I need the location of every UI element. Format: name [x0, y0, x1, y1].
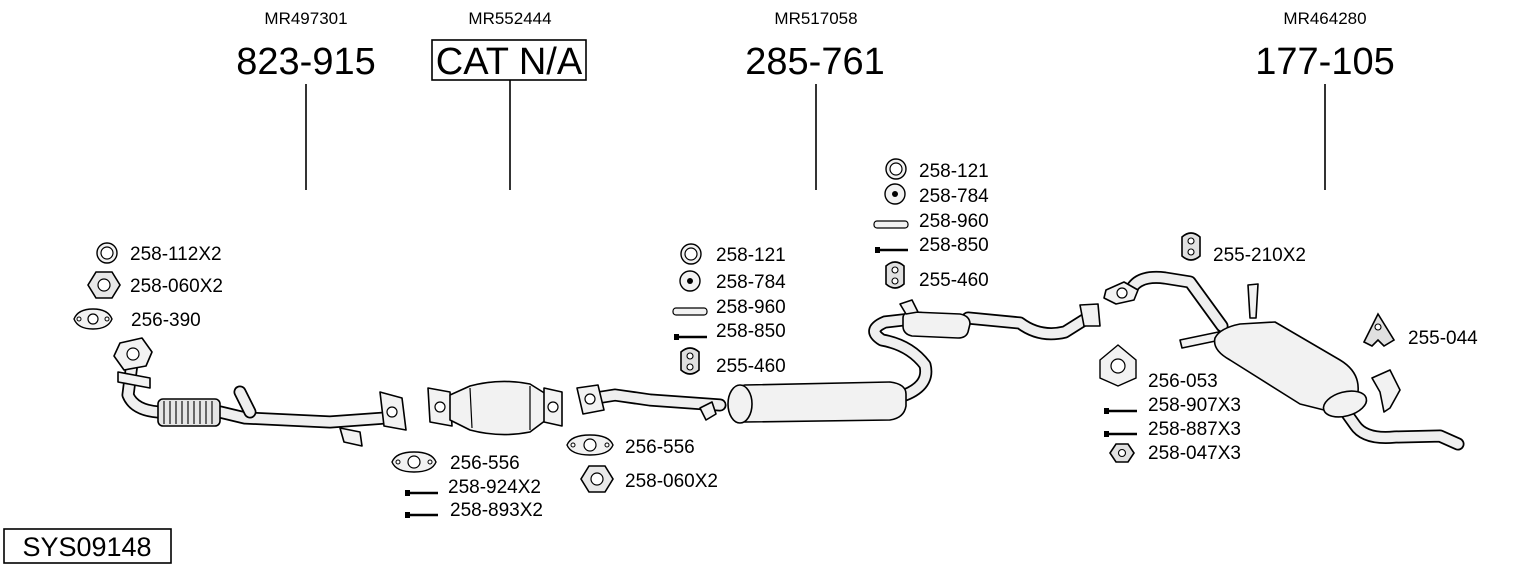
- oem-number-rear-silencer: MR464280: [1283, 9, 1366, 28]
- label-rear-bracket[interactable]: 255-044: [1408, 328, 1478, 349]
- middle-gasket-icon: [566, 434, 614, 456]
- label-rear-bolt-b[interactable]: 258-887X3: [1148, 419, 1241, 440]
- small-ring-icon: [679, 270, 701, 292]
- bolt-short-icon: [405, 512, 438, 518]
- label-mid-bolt[interactable]: 258-850: [716, 321, 786, 342]
- front-pipe-clamp: [117, 371, 151, 389]
- bolt-icon: [674, 334, 707, 340]
- label-mid-nut[interactable]: 258-060X2: [625, 471, 718, 492]
- middle-resonator-hanger: [899, 299, 919, 315]
- label-top-small-ring[interactable]: 258-784: [919, 186, 989, 207]
- middle-silencer-drawing[interactable]: [576, 299, 1101, 424]
- front-pipe-drawing[interactable]: [113, 337, 407, 447]
- gasket-ring-icon: [96, 242, 118, 264]
- rear-mount-icon: [1181, 232, 1201, 261]
- middle-outlet-flange: [1079, 303, 1101, 327]
- rear-gasket-icon: [1099, 344, 1137, 387]
- label-front-flange-gasket[interactable]: 256-390: [131, 310, 201, 331]
- oem-number-catalyst: MR552444: [468, 9, 551, 28]
- part-number-front-pipe[interactable]: 823-915: [236, 41, 375, 83]
- spring-icon: [873, 220, 909, 229]
- label-rear-bolt-a[interactable]: 258-907X3: [1148, 395, 1241, 416]
- middle-pipe-hanger: [699, 401, 717, 421]
- label-top-mount[interactable]: 255-460: [919, 270, 989, 291]
- rear-flange-nut-icon: [1109, 443, 1135, 463]
- rubber-mount-icon: [680, 347, 700, 375]
- catalyst-body: [449, 380, 547, 436]
- label-top-bolt[interactable]: 258-850: [919, 235, 989, 256]
- label-rear-nut[interactable]: 258-047X3: [1148, 443, 1241, 464]
- label-front-nut[interactable]: 258-060X2: [130, 276, 223, 297]
- flange-gasket-icon: [73, 308, 113, 330]
- label-mid-ring[interactable]: 258-121: [716, 245, 786, 266]
- label-catalyst-bolt-short[interactable]: 258-893X2: [450, 500, 543, 521]
- flex-joint: [157, 398, 221, 427]
- label-mid-small-ring[interactable]: 258-784: [716, 272, 786, 293]
- middle-silencer-box: [734, 381, 907, 423]
- catalyst-drawing[interactable]: [427, 380, 563, 436]
- bolt-long-icon: [405, 490, 438, 496]
- rear-outlet-hanger: [1371, 369, 1401, 413]
- rear-bracket-icon: [1362, 312, 1396, 348]
- rubber-mount-icon: [885, 261, 905, 289]
- label-mid-gasket[interactable]: 256-556: [625, 437, 695, 458]
- middle-nut-icon: [580, 465, 614, 493]
- part-number-middle-silencer[interactable]: 285-761: [745, 41, 884, 83]
- oem-number-middle-silencer: MR517058: [774, 9, 857, 28]
- label-front-gasket[interactable]: 258-112X2: [130, 244, 222, 265]
- part-number-rear-silencer[interactable]: 177-105: [1255, 41, 1394, 83]
- front-pipe-hanger: [339, 427, 363, 447]
- rear-bolt-a-icon: [1104, 408, 1137, 414]
- ring-icon: [680, 243, 702, 265]
- rear-hanger-rod: [1247, 283, 1259, 319]
- spring-icon: [672, 307, 708, 316]
- middle-resonator: [902, 311, 971, 339]
- rear-bolt-b-icon: [1104, 431, 1137, 437]
- label-catalyst-bolt-long[interactable]: 258-924X2: [448, 477, 541, 498]
- catalyst-label-box: [431, 39, 587, 81]
- system-id: SYS09148: [22, 532, 151, 562]
- hex-nut-icon: [87, 271, 121, 299]
- ring-icon: [885, 158, 907, 180]
- oem-number-front-pipe: MR497301: [264, 9, 347, 28]
- label-rear-gasket[interactable]: 256-053: [1148, 371, 1218, 392]
- small-ring-icon: [884, 183, 906, 205]
- label-top-spring[interactable]: 258-960: [919, 211, 989, 232]
- label-mid-spring[interactable]: 258-960: [716, 297, 786, 318]
- label-catalyst-gasket[interactable]: 256-556: [450, 453, 520, 474]
- system-id-box: [3, 528, 172, 564]
- part-number-catalyst[interactable]: CAT N/A: [436, 41, 583, 83]
- bolt-icon: [875, 247, 908, 253]
- label-mid-mount[interactable]: 255-460: [716, 356, 786, 377]
- label-rear-mount[interactable]: 255-210X2: [1213, 245, 1306, 266]
- label-top-ring[interactable]: 258-121: [919, 161, 989, 182]
- rear-silencer-drawing[interactable]: [1103, 271, 1465, 451]
- catalyst-gasket-icon: [391, 451, 437, 473]
